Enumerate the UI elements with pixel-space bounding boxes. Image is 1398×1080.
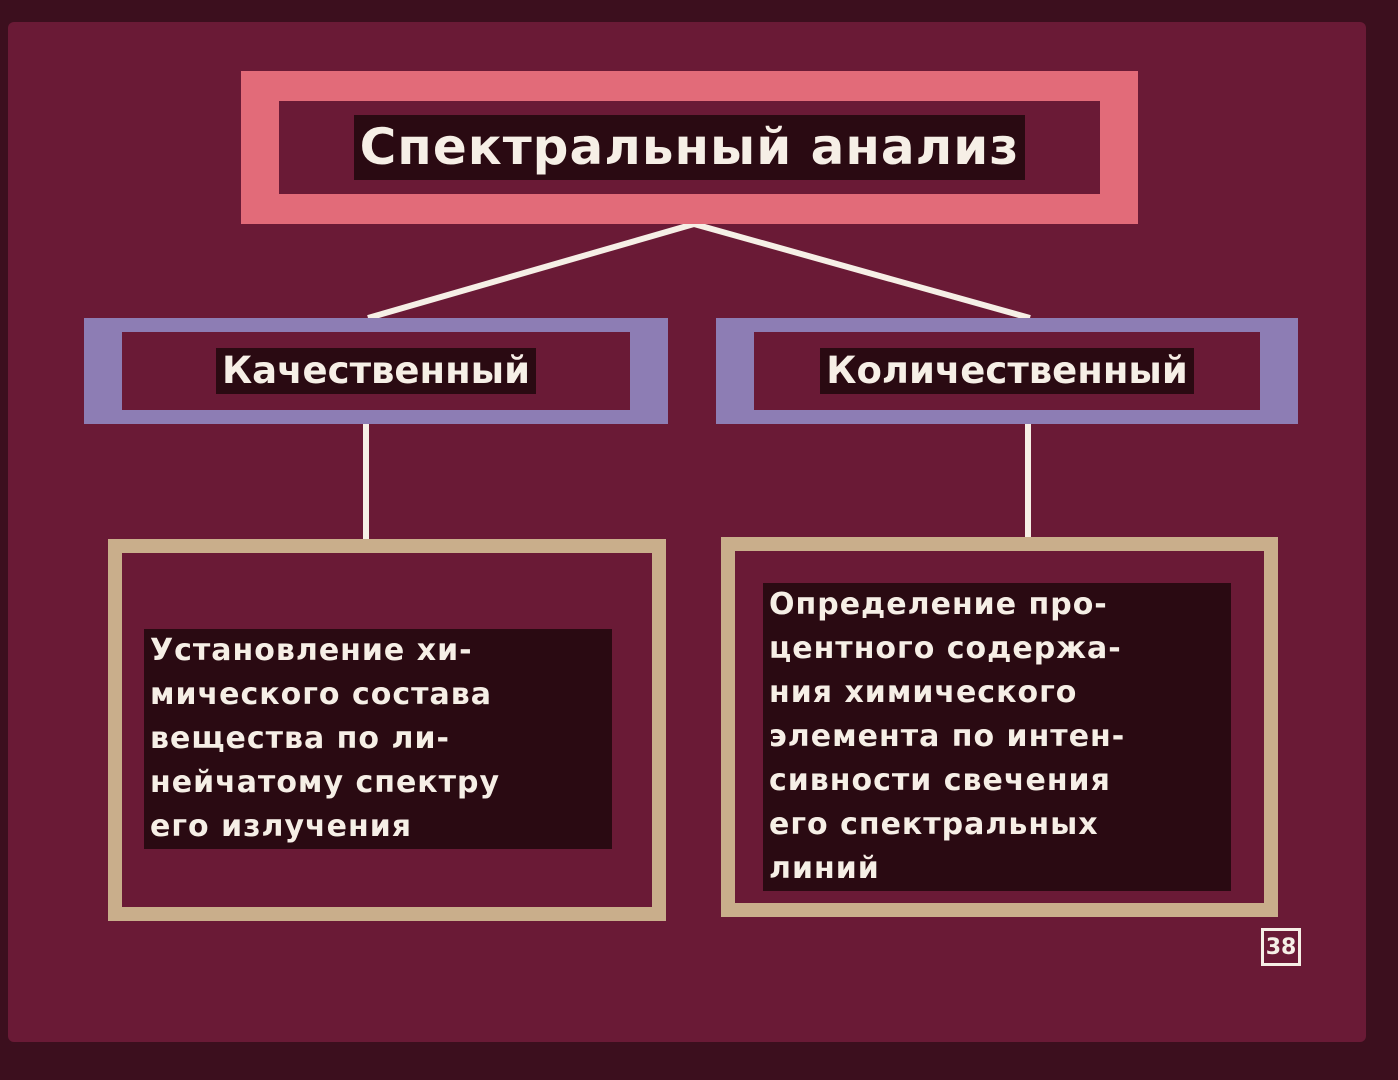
description-quantitative: Определение про- центного содержа- ния х… bbox=[763, 583, 1231, 891]
slide: Спектральный анализ Качественный Количес… bbox=[8, 22, 1366, 1042]
description-frame-quantitative: Определение про- центного содержа- ния х… bbox=[721, 537, 1278, 917]
page-number: 38 bbox=[1261, 928, 1301, 966]
description-qualitative: Установление хи- мического состава вещес… bbox=[144, 629, 612, 849]
connector-title-to-left bbox=[367, 221, 695, 321]
title-frame: Спектральный анализ bbox=[241, 71, 1138, 224]
category-label-qualitative: Качественный bbox=[215, 347, 537, 395]
category-frame-inner: Количественный bbox=[754, 332, 1260, 410]
diagram-title: Спектральный анализ bbox=[353, 115, 1026, 180]
connector-title-to-right bbox=[693, 221, 1031, 321]
category-frame-quantitative: Количественный bbox=[716, 318, 1298, 424]
category-frame-inner: Качественный bbox=[122, 332, 630, 410]
category-label-quantitative: Количественный bbox=[820, 347, 1194, 395]
category-frame-qualitative: Качественный bbox=[84, 318, 668, 424]
title-frame-inner: Спектральный анализ bbox=[279, 101, 1100, 194]
description-frame-qualitative: Установление хи- мического состава вещес… bbox=[108, 539, 666, 921]
